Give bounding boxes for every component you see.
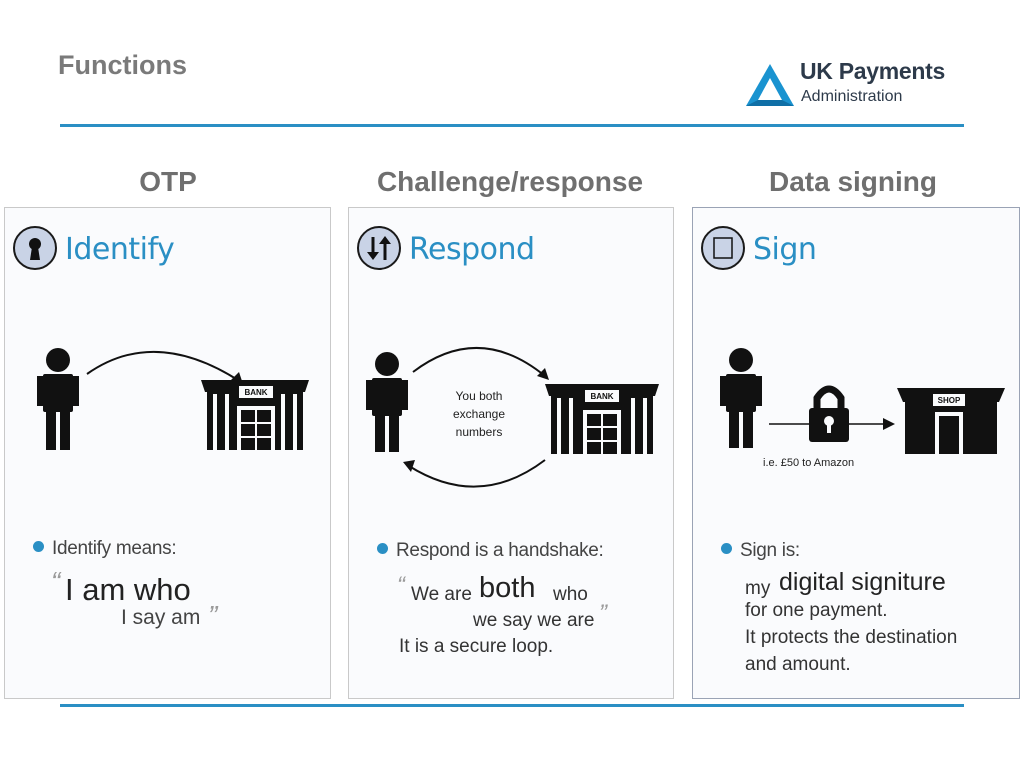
quote-close: ” [208,600,218,631]
sign-panel: Sign SHOP i.e. £50 to Amazon Sign [692,207,1020,699]
identify-panel: Identify BANK [4,207,331,699]
identify-quote-small: I say am [121,606,201,629]
identify-title: Identify [65,232,175,267]
logo-name: UK Payments [800,58,945,84]
bank-building-icon: BANK [545,384,659,454]
shop-sign: SHOP [938,396,961,405]
bank-building-icon: BANK [201,380,309,450]
sign-line1-pre: my [745,578,771,599]
respond-quote-post: who [553,584,588,605]
signature-box-icon [701,226,745,270]
arrow-top-icon [412,347,546,377]
keyhole-icon [13,226,57,270]
respond-quote-line2: we say we are [473,610,595,631]
identify-quote-large: I am who [65,572,191,607]
logo-triangle-icon [746,64,794,106]
slide-title: Functions [58,50,187,80]
column-heading-challenge-response: Challenge/response [376,166,644,197]
identify-bullet: Identify means: [33,538,177,560]
quote-open: “ [397,572,405,599]
payment-caption: i.e. £50 to Amazon [763,457,854,469]
respond-panel: Respond You both exchange numbers [348,207,674,699]
sign-line3: It protects the destination [745,627,958,648]
uk-payments-logo: UK Payments Administration [744,58,966,114]
arrow-bottom-icon [408,459,546,488]
arrow-head-icon [883,418,895,430]
column-heading-otp: OTP [139,166,197,197]
respond-title: Respond [409,232,535,267]
logo-subtitle: Administration [801,88,903,105]
respond-secure-loop: It is a secure loop. [399,636,554,657]
sign-line2: for one payment. [745,600,888,621]
sign-line1-large: digital signiture [779,568,946,596]
bank-sign: BANK [590,392,613,401]
person-icon [720,348,762,448]
exchange-text-3: numbers [456,425,503,439]
sign-line4: and amount. [745,654,851,675]
quote-close: ” [599,600,607,627]
arrow-icon [86,350,242,383]
quote-open: “ [51,566,61,597]
person-icon [37,348,79,450]
exchange-text-2: exchange [453,407,505,421]
identify-illustration: BANK [37,348,309,450]
shop-building-icon: SHOP [897,388,1005,454]
up-down-arrows-icon [357,226,401,270]
sign-illustration: SHOP i.e. £50 to Amazon [720,348,1005,469]
respond-illustration: You both exchange numbers BANK [366,347,659,488]
column-heading-data-signing: Data signing [768,166,937,197]
bank-sign: BANK [244,388,267,397]
padlock-icon [809,385,849,442]
person-icon [366,352,408,452]
sign-title: Sign [753,232,817,267]
exchange-text-1: You both [456,389,503,403]
bottom-divider [60,704,964,707]
respond-quote-large: both [479,572,536,604]
sign-bullet: Sign is: [721,540,800,562]
respond-quote-pre: We are [411,584,472,605]
respond-bullet: Respond is a handshake: [377,540,604,562]
top-divider [60,124,964,127]
